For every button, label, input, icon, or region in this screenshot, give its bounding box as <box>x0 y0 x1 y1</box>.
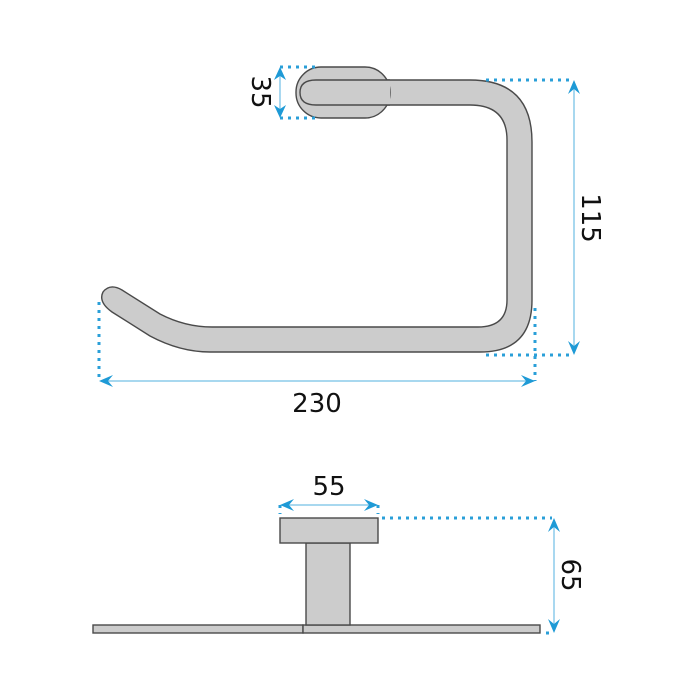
dimension-total-width: 230 <box>97 302 537 419</box>
wall-plate-right <box>302 624 541 634</box>
dimension-total-height: 115 <box>486 78 605 357</box>
dimension-rosette-width: 55 <box>278 472 380 514</box>
dimension-projection-depth: 65 <box>382 516 585 635</box>
dim-label-115: 115 <box>575 193 605 243</box>
wall-plate-left <box>92 624 304 634</box>
holder-tube <box>100 79 533 353</box>
dimension-rosette-height: 35 <box>245 65 318 120</box>
front-view: 35 115 230 <box>97 65 605 419</box>
dim-label-55: 55 <box>312 472 345 502</box>
dim-label-35: 35 <box>245 75 275 108</box>
tube-end <box>299 79 390 106</box>
dim-label-230: 230 <box>292 389 342 419</box>
dim-label-65: 65 <box>555 558 585 591</box>
rosette-cap <box>279 517 379 544</box>
stem <box>305 542 351 626</box>
side-view: 55 65 <box>92 472 585 635</box>
